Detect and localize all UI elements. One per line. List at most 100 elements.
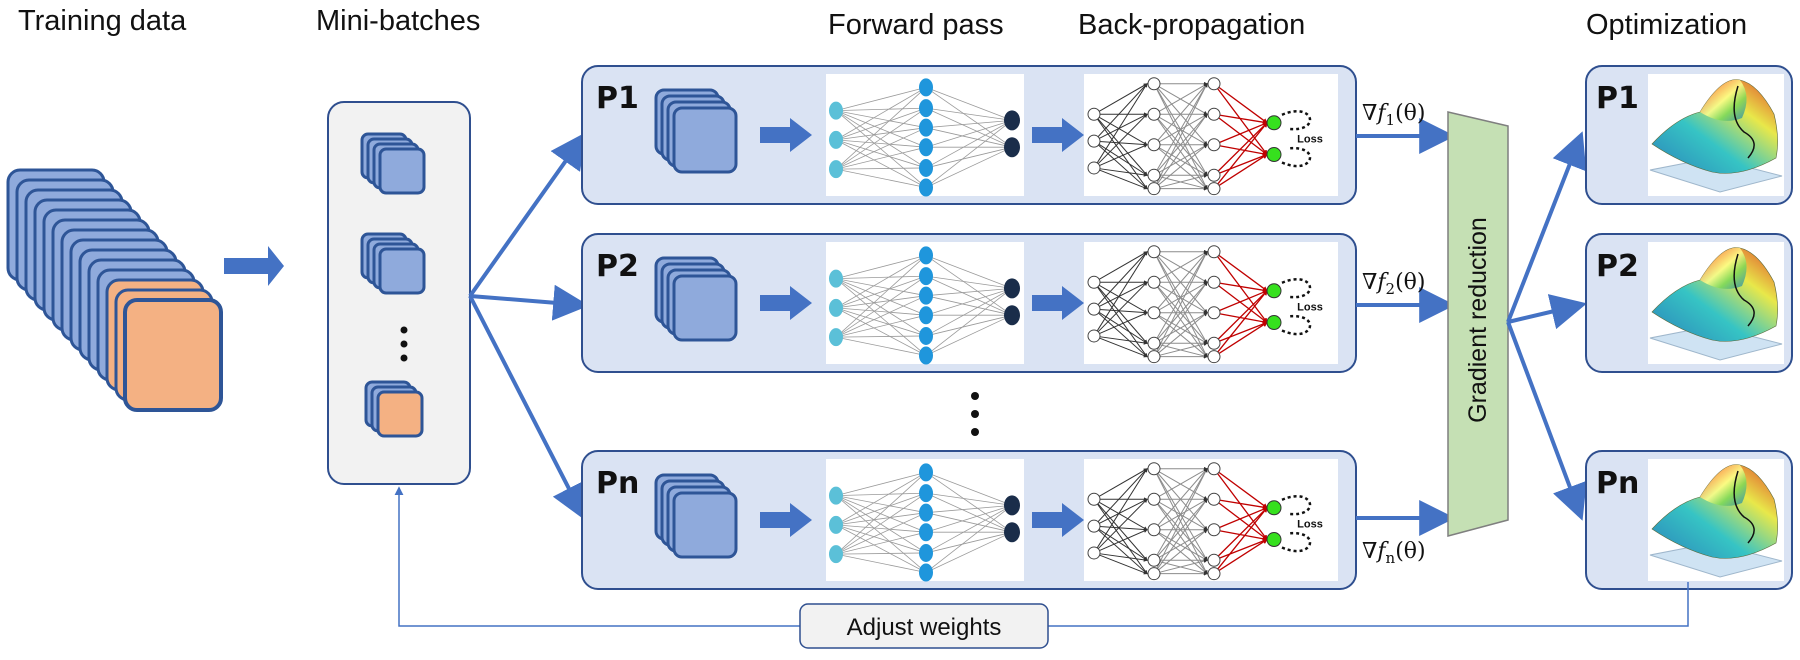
network-edge xyxy=(1093,281,1148,344)
forward-edge xyxy=(835,278,927,356)
optimization-label: P2 xyxy=(1596,249,1639,284)
network-edge xyxy=(1093,468,1148,500)
forward-edge xyxy=(925,287,1013,316)
forward-edge xyxy=(835,307,927,356)
network-edge xyxy=(1093,308,1148,315)
gradient-edge xyxy=(1213,507,1268,561)
batch-card xyxy=(672,274,738,342)
network-edge xyxy=(1093,498,1148,554)
optimization-label: Pn xyxy=(1596,466,1639,501)
loss-neuron xyxy=(1266,283,1282,299)
forward-edge xyxy=(835,495,927,573)
gradient-edge xyxy=(1213,538,1268,575)
forward-edge xyxy=(835,295,927,338)
network-neuron xyxy=(1147,138,1161,152)
minibatch-ellipsis-dot xyxy=(400,340,408,348)
network-edge xyxy=(1153,281,1208,344)
input-neuron xyxy=(829,160,843,179)
forward-edge xyxy=(835,531,927,555)
gradient-edge xyxy=(1213,321,1268,358)
forward-edge xyxy=(835,139,927,169)
network-edge xyxy=(1093,83,1148,115)
forward-edge xyxy=(835,255,927,309)
network-neuron xyxy=(1207,107,1221,121)
forward-edge xyxy=(835,168,927,188)
forward-edge xyxy=(835,492,927,496)
header-forward-pass: Forward pass xyxy=(828,9,1004,41)
forward-edge xyxy=(925,314,1013,337)
network-neuron xyxy=(1147,245,1161,259)
network-edge xyxy=(1153,251,1208,357)
descent-path xyxy=(1733,85,1755,159)
network-neuron xyxy=(1207,492,1221,506)
minibatch-stacks xyxy=(360,132,426,438)
forward-edge xyxy=(925,505,1013,554)
loss-neuron xyxy=(1266,115,1282,131)
network-edge xyxy=(1153,281,1208,357)
network-edge xyxy=(1093,308,1148,358)
forward-edge xyxy=(925,287,1013,297)
input-neuron xyxy=(829,515,843,534)
input-neuron xyxy=(829,545,843,564)
network-edge xyxy=(1093,113,1148,146)
forward-edge xyxy=(835,107,927,111)
network-edge xyxy=(1093,167,1148,177)
forward-edge xyxy=(925,531,1013,554)
loss-loop xyxy=(1281,147,1312,168)
forward-edge xyxy=(835,295,927,309)
hidden-neuron xyxy=(919,286,933,305)
network-edge xyxy=(1153,251,1208,344)
forward-edge xyxy=(925,531,1013,573)
network-edge xyxy=(1093,144,1148,169)
gradient-edge xyxy=(1213,113,1269,125)
loss-loop xyxy=(1281,532,1312,553)
network-edge xyxy=(1093,113,1148,142)
network-edge xyxy=(1093,468,1148,527)
gradient-edge xyxy=(1213,289,1268,358)
gradient-edge xyxy=(1213,506,1268,531)
forward-edge xyxy=(835,110,927,129)
network-neuron xyxy=(1147,182,1161,196)
minibatch-card xyxy=(378,247,426,295)
forward-edge xyxy=(925,146,1013,188)
gradient-edge xyxy=(1213,251,1268,292)
forward-edge xyxy=(925,120,1013,169)
network-edge xyxy=(1153,251,1208,314)
forward-edge xyxy=(925,504,1013,533)
network-edge xyxy=(1093,83,1148,169)
forward-edge xyxy=(925,120,1013,188)
network-edge xyxy=(1093,312,1148,337)
feedback-line-left xyxy=(394,486,800,627)
gradient-edge xyxy=(1213,121,1268,190)
forward-edge xyxy=(835,307,927,316)
arrow-to-opt-pn xyxy=(1506,321,1587,521)
batch-card xyxy=(672,106,738,174)
network-edge xyxy=(1153,468,1208,531)
loss-neuron xyxy=(1266,147,1282,163)
forward-edge xyxy=(925,119,1013,148)
minibatch-ellipsis-dot xyxy=(400,354,408,362)
hidden-neuron xyxy=(919,178,933,197)
network-edge xyxy=(1093,140,1148,176)
arrow-to-forward-pass xyxy=(760,286,812,320)
forward-edge xyxy=(925,472,1013,533)
forward-edge xyxy=(835,512,927,526)
gradient-edge xyxy=(1213,290,1268,344)
forward-edge xyxy=(925,472,1013,506)
network-edge xyxy=(1093,498,1148,531)
output-neuron xyxy=(1004,110,1020,131)
hidden-neuron xyxy=(919,563,933,582)
forward-edge xyxy=(925,275,1013,316)
network-neuron xyxy=(1207,350,1221,364)
network-neuron xyxy=(1087,546,1101,560)
gradient-label: ∇f1(θ) xyxy=(1362,101,1425,129)
forward-edge xyxy=(925,127,1013,148)
forward-edge xyxy=(835,87,927,141)
network-edge xyxy=(1093,525,1148,575)
processor-ellipsis-dot xyxy=(971,392,979,400)
network-edge xyxy=(1093,113,1148,169)
network-edge xyxy=(1093,251,1148,283)
